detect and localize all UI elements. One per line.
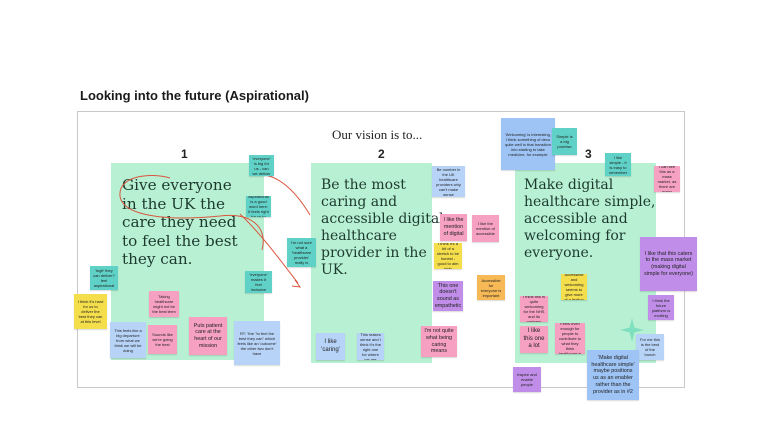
sticky-note[interactable]: For me this is the best of the bunch xyxy=(636,334,664,360)
sticky-note[interactable]: I like simple - it is easy to remember xyxy=(605,153,631,176)
sticky-note[interactable]: I like the mention of digital xyxy=(440,214,467,241)
vision-2-line: accessible digital xyxy=(321,211,444,228)
vision-3-line: welcoming for xyxy=(524,228,626,245)
sticky-note[interactable]: Puts patient care at the heart of our mi… xyxy=(189,317,227,355)
vision-2-line: caring and xyxy=(321,194,398,211)
sticky-note[interactable]: I like this one a lot xyxy=(520,326,548,353)
sticky-note[interactable]: Accessible for everyone is important xyxy=(477,275,505,300)
vision-1-line: to feel the best xyxy=(122,231,238,250)
sticky-note[interactable]: Inspire and enable people xyxy=(513,367,541,392)
vision-2-line: UK. xyxy=(321,262,348,279)
panel-1-number: 1 xyxy=(181,147,188,161)
sticky-note[interactable]: I'm not sure what a 'healthcare provider… xyxy=(287,238,316,267)
sticky-note[interactable]: The word 'everyone' is big for us - can … xyxy=(249,155,274,176)
sticky-note[interactable]: I can see this as a mass market, as ther… xyxy=(654,166,680,192)
sticky-note[interactable]: I think this is quite welcoming for the … xyxy=(520,296,548,322)
sticky-note[interactable]: I think aspirational is a good word here… xyxy=(246,196,271,217)
vision-heading: Our vision is to... xyxy=(332,127,423,142)
vision-2-line: healthcare xyxy=(321,228,397,245)
vision-3-line: Make digital xyxy=(524,177,614,193)
sticky-note[interactable]: Sounds like we're going the best xyxy=(148,325,177,354)
vision-panel-1-text: Give everyone in the UK the care they ne… xyxy=(122,176,238,269)
sticky-note[interactable]: I think the future platform is exciting xyxy=(648,295,674,320)
panel-2-number: 2 xyxy=(378,147,385,161)
vision-3-line: healthcare simple, xyxy=(524,194,656,211)
sticky-note[interactable]: Accessible and welcoming seems to give m… xyxy=(561,274,587,300)
vision-2-line: Be the most xyxy=(321,177,406,193)
sticky-note[interactable]: 'Welcoming' is interesting, I think some… xyxy=(501,118,555,170)
sticky-note[interactable]: I'm not quite what being caring means xyxy=(421,326,457,357)
sticky-note[interactable]: This one doesn't sound as empathetic xyxy=(433,281,463,311)
sticky-note[interactable]: Feels even enough for people to contribu… xyxy=(555,323,585,354)
sticky-note[interactable]: RT: "the "to feel the best they can" whi… xyxy=(234,321,280,365)
vision-panel-2[interactable] xyxy=(311,163,432,363)
sticky-note[interactable]: The 'everyone' makes it feel inclusive a… xyxy=(245,271,272,293)
sticky-note[interactable]: I like that this caters to the mass mark… xyxy=(640,237,697,291)
sticky-note[interactable]: I like the mention of accessible xyxy=(472,215,499,242)
sticky-note[interactable]: This makes sense and I think it's the ri… xyxy=(357,333,384,360)
sticky-note[interactable]: I think it's a bit of a stretch to be ho… xyxy=(434,243,462,269)
sticky-note[interactable]: Simple is a big promise xyxy=(552,128,577,155)
panel-3-number: 3 xyxy=(585,147,592,161)
vision-1-line: in the UK the xyxy=(122,194,226,213)
sticky-note[interactable]: I think it's hard for us to deliver the … xyxy=(74,294,107,329)
vision-panel-3-text: Make digital healthcare simple, accessib… xyxy=(524,177,656,262)
star-icon xyxy=(620,318,644,342)
vision-2-line: provider in the xyxy=(321,245,427,262)
sticky-note[interactable]: Taking healthcare might not be the best … xyxy=(149,291,179,317)
section-title: Looking into the future (Aspirational) xyxy=(80,88,309,103)
vision-1-line: they can. xyxy=(122,250,193,269)
vision-3-line: accessible and xyxy=(524,211,628,228)
vision-1-line: care they need xyxy=(122,213,237,232)
sticky-note[interactable]: 'legit' they can deliver? feel aspiratio… xyxy=(90,266,118,290)
sticky-note[interactable]: 'Make digital healthcare simple' maybe p… xyxy=(587,350,639,400)
sticky-note[interactable]: Be number in the UK healthcare providers… xyxy=(432,166,465,197)
vision-3-line: everyone. xyxy=(524,245,594,262)
sticky-note[interactable]: This feels like a big departure from wha… xyxy=(110,322,146,358)
vision-panel-2-text: Be the most caring and accessible digita… xyxy=(321,177,444,279)
sticky-note[interactable]: I like 'caring' xyxy=(316,333,345,360)
vision-1-line: Give everyone xyxy=(122,176,232,194)
